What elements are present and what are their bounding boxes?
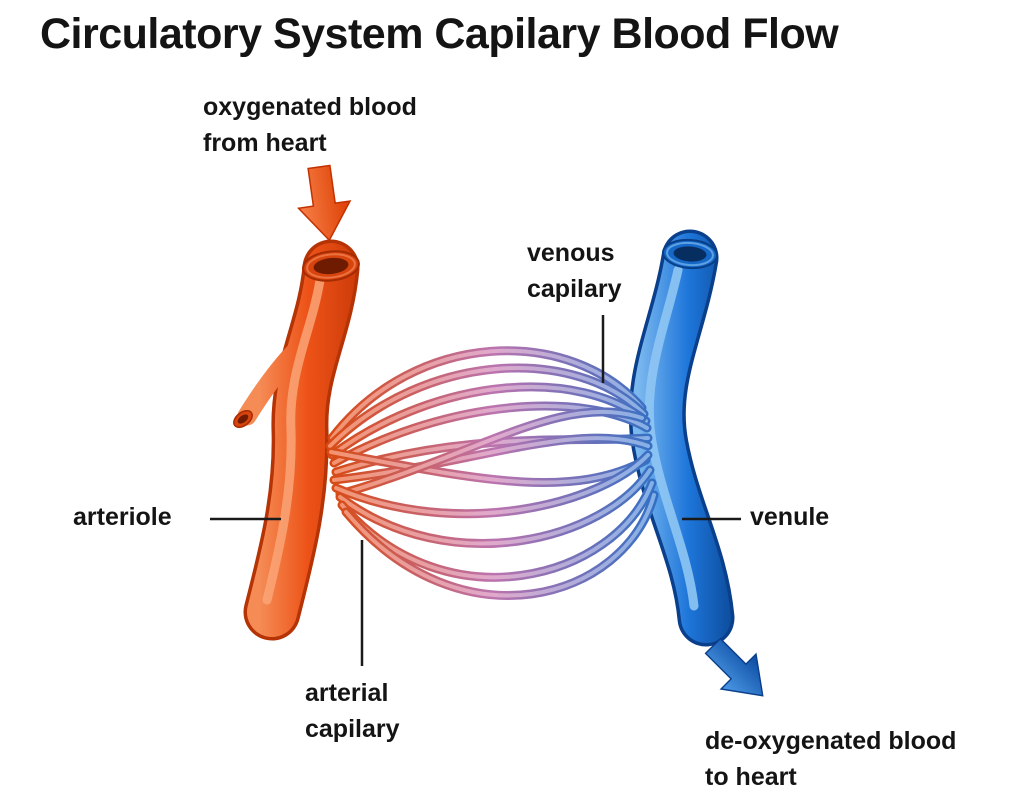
arteriole-branch [233,334,313,428]
capillary-network [325,346,659,600]
deoxygenated-flow-arrow-icon [704,637,764,697]
label-venule: venule [750,503,830,531]
label-venous-capilary: venous capilary [527,239,622,303]
arteriole-vessel [233,239,360,641]
venule-opening [662,238,718,270]
label-arterial-capilary: arterial capilary [305,679,400,743]
leader-lines [210,315,741,666]
oxygenated-flow-arrow-icon [296,164,352,242]
label-deoxygenated-blood: de-oxygenated blood to heart [705,727,957,791]
label-oxygenated-blood: oxygenated blood from heart [203,93,417,157]
label-arteriole: arteriole [73,503,172,531]
venule-vessel [628,229,735,647]
arteriole-opening [302,250,360,282]
page-title: Circulatory System Capilary Blood Flow [40,10,839,58]
